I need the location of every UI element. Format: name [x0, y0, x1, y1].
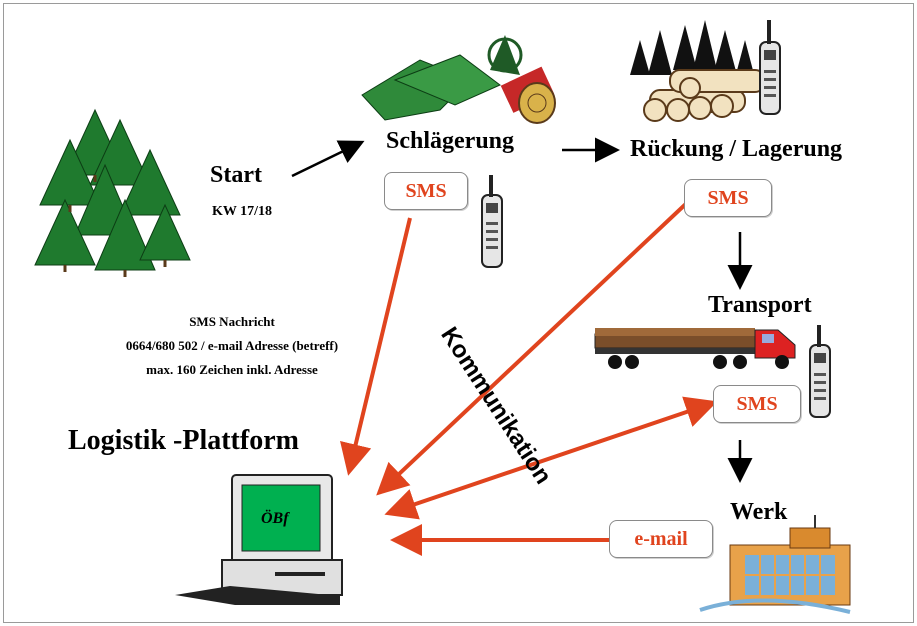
- schlaegerung-label: Schlägerung: [386, 128, 515, 154]
- email-badge-werk: e-mail: [609, 520, 713, 558]
- start-label: Start: [210, 162, 262, 188]
- rueckung-label: Rückung / Lagerung: [630, 136, 843, 162]
- werk-label: Werk: [730, 499, 788, 525]
- mobile-phone-icon: [809, 325, 831, 418]
- computer-icon: [175, 474, 343, 605]
- logistik-plattform-label: Logistik -Plattform: [68, 425, 299, 456]
- sms-info-number: 0664/680 502 / e-mail Adresse (betreff): [125, 338, 339, 353]
- factory-icon: [699, 515, 851, 614]
- arrow-start-to-schlaegerung: [291, 140, 365, 178]
- truck-icon: [594, 328, 796, 369]
- sms-arrow-transport: [384, 396, 718, 520]
- sms-info-limit: max. 160 Zeichen inkl. Adresse: [146, 362, 318, 377]
- felled-trees-icon: [361, 35, 556, 124]
- mobile-phone-icon: [481, 175, 503, 268]
- sms-badge-rueckung: SMS: [684, 179, 772, 217]
- transport-label: Transport: [708, 292, 812, 318]
- sms-info-block: SMS Nachricht 0664/680 502 / e-mail Adre…: [52, 310, 412, 382]
- sms-badge-transport: SMS: [713, 385, 801, 423]
- mobile-phone-icon: [759, 20, 781, 115]
- sms-arrow-schlaegerung: [340, 217, 412, 476]
- start-week-label: KW 17/18: [212, 204, 273, 219]
- computer-screen-label: ÖBf: [261, 509, 290, 527]
- log-pile-icon: [630, 20, 766, 122]
- sms-badge-schlaegerung: SMS: [384, 172, 468, 210]
- sms-info-title: SMS Nachricht: [189, 314, 275, 329]
- diagram-frame: [3, 3, 914, 623]
- forest-icon: [34, 108, 191, 277]
